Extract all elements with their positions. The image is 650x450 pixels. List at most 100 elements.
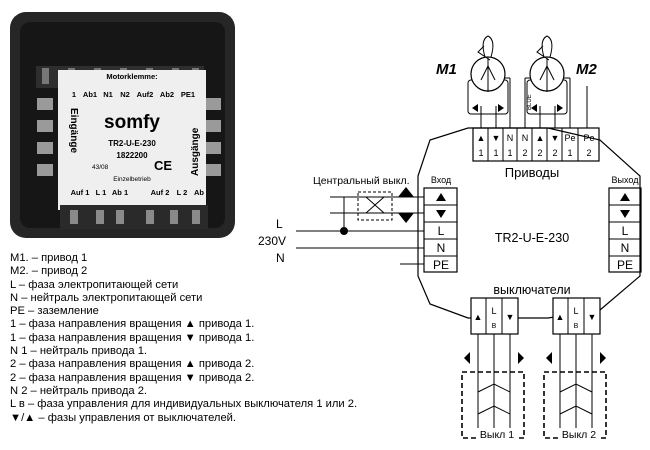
terminal-top: Ab1 (83, 90, 97, 99)
terminal-top: N2 (120, 90, 130, 99)
terminal-bottom: L 2 (177, 188, 188, 197)
central-down-arrow (398, 213, 414, 223)
drive-term-bot: 2 (537, 148, 542, 158)
terminal-top: Auf2 (137, 90, 154, 99)
drive-term-bot: 1 (567, 148, 572, 158)
sw2-term-l: L (573, 306, 578, 316)
legend-line: M2. – привод 2 (10, 265, 88, 278)
motor-1-left-arrow (472, 104, 478, 112)
input-term: L (438, 224, 445, 238)
legend-line: L – фаза электропитающей сети (10, 278, 179, 291)
output-terminal-block (608, 187, 642, 273)
terminal-bottom: Auf 2 (151, 188, 170, 197)
drive-term-bot: 2 (522, 148, 527, 158)
central-switch-label: Центральный выкл. (313, 175, 410, 187)
legend-line: N 2 – нейтраль привода 2. (10, 384, 148, 397)
ce-mark: CE (154, 158, 172, 173)
drive-term-top: ▲ (477, 133, 486, 143)
input-label: Вход (431, 175, 452, 185)
sw2-left-arrow (546, 352, 552, 364)
down-arrow (620, 210, 630, 218)
legend-line: ▼/▲ – фазы управления от выключателей. (10, 411, 237, 424)
sw1-left-arrow (464, 352, 470, 364)
legend-line: N – нейтраль электропитающей сети (10, 291, 203, 304)
drive-terminal-block (472, 127, 600, 162)
sw1-term-down: ▼ (506, 312, 515, 322)
inputs-label: Eingänge (68, 108, 79, 153)
sw2-term-down: ▼ (588, 312, 597, 322)
motor-terminal-header: Motorklemme: (106, 72, 157, 81)
terminal-bottom: Auf 1 (71, 188, 90, 197)
legend-line: PE – заземление (10, 305, 99, 318)
junction-dot (340, 227, 348, 235)
drive-term-top: Pe (583, 133, 594, 143)
motor-2-label: M2 (576, 61, 597, 78)
drive-term-top: N (507, 133, 514, 143)
terminal-top: Ab2 (160, 90, 174, 99)
up-arrow (436, 193, 446, 201)
terminal-bottom: Ab 1 (112, 188, 128, 197)
sw2-term-up: ▲ (556, 312, 565, 322)
drive-term-bot: 2 (586, 148, 591, 158)
mains-voltage-label: 230V (258, 234, 286, 248)
drive-term-bot: 1 (478, 148, 483, 158)
switch-1-label: Выкл 1 (480, 429, 514, 441)
terminal-bottom: Ab (194, 188, 204, 197)
legend: M1. – привод 1 M2. – привод 2 L – фаза э… (10, 252, 440, 425)
central-switch-box (357, 191, 393, 221)
device-batch: 43/08 (92, 164, 109, 171)
mains-n-label: N (276, 251, 285, 265)
motor-1-right-arrow (498, 104, 504, 112)
sw1-term-b: B (492, 323, 497, 330)
drive-term-top: ▼ (551, 133, 560, 143)
output-term: N (621, 241, 630, 255)
drive-term-top: ▲ (536, 133, 545, 143)
sw1-right-arrow (518, 352, 524, 364)
legend-line: 1 – фаза направления вращения ▼ привода … (10, 331, 255, 344)
input-term: N (437, 241, 446, 255)
drive-term-bot: 1 (507, 148, 512, 158)
legend-line: M1. – привод 1 (10, 252, 88, 264)
device-part-no: 1822200 (116, 151, 148, 160)
output-label: Выход (612, 175, 640, 185)
legend-line: 1 – фаза направления вращения ▲ привода … (10, 318, 255, 331)
legend-line: N 1 – нейтраль привода 1. (10, 345, 148, 358)
motor-1-label: M1 (436, 61, 457, 78)
output-term: L (622, 224, 629, 238)
switches-label: выключатели (493, 283, 570, 297)
down-arrow (436, 210, 446, 218)
terminal-bottom: L 1 (96, 188, 107, 197)
sw1-term-up: ▲ (474, 312, 483, 322)
wire-color-label: BLUE (527, 94, 533, 110)
terminal-top: 1 (72, 90, 76, 99)
drive-term-top: ▼ (492, 133, 501, 143)
input-term: PE (433, 258, 449, 272)
drive-term-bot: 1 (493, 148, 498, 158)
terminal-top: PE1 (181, 90, 195, 99)
output-term: PE (617, 258, 633, 272)
legend-line: 2 – фаза направления вращения ▼ привода … (10, 371, 255, 384)
motor-2-left-arrow (531, 104, 537, 112)
motor-2-right-arrow (557, 104, 563, 112)
up-arrow (620, 193, 630, 201)
sw2-term-b: B (574, 323, 579, 330)
terminal-top: N1 (103, 90, 113, 99)
controller-model: TR2-U-E-230 (495, 231, 569, 245)
input-terminal-block (423, 187, 458, 273)
drive-term-top: Pe (564, 133, 575, 143)
drive-term-bot: 2 (552, 148, 557, 158)
mains-l-label: L (276, 217, 283, 231)
switch-2-terminal-block (552, 297, 601, 335)
legend-line: 2 – фаза направления вращения ▲ привода … (10, 358, 255, 371)
drive-term-top: N (522, 133, 529, 143)
sw1-term-l: L (491, 306, 496, 316)
switch-2-label: Выкл 2 (562, 429, 596, 441)
sw2-right-arrow (600, 352, 606, 364)
brand-logo: somfy (104, 112, 160, 133)
central-up-arrow (398, 187, 414, 197)
device-photo: Motorklemme: 1 Ab1 N1 N2 Auf2 Ab2 PE1 so… (10, 12, 235, 238)
outputs-label: Ausgänge (190, 127, 201, 176)
mode-label: Einzelbetrieb (113, 176, 151, 183)
legend-line: L в – фаза управления для индивидуальных… (10, 398, 358, 411)
